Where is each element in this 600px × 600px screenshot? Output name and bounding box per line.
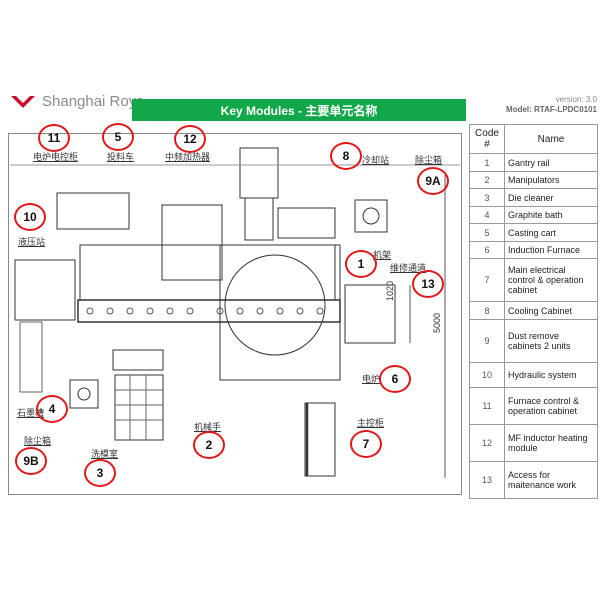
- company-name: Shanghai Roya: [42, 93, 145, 110]
- name-cell: Access for maitenance work: [504, 461, 598, 499]
- version-text: version: 3.0: [555, 95, 597, 104]
- callout-8: 8: [330, 142, 362, 170]
- name-cell: Casting cart: [504, 223, 598, 242]
- callout-12: 12: [174, 125, 206, 153]
- name-cell: Die cleaner: [504, 188, 598, 207]
- furnace-shape: [224, 254, 326, 356]
- model-text: Model: RTAF-LPDC0101: [506, 105, 597, 114]
- name-cell: Main electrical control & operation cabi…: [504, 258, 598, 302]
- code-cell: 6: [469, 241, 505, 259]
- name-cell: Hydraulic system: [504, 362, 598, 388]
- name-cell: Induction Furnace: [504, 241, 598, 259]
- name-cell: Dust remove cabinets 2 units: [504, 319, 598, 363]
- label-graphite: 石墨槽: [17, 408, 45, 418]
- code-cell: 3: [469, 188, 505, 207]
- callout-3: 3: [84, 459, 116, 487]
- callout-7: 7: [350, 430, 382, 458]
- page-title: Key Modules - 主要单元名称: [132, 99, 466, 121]
- label-manipulator: 机械手: [194, 422, 222, 432]
- name-cell: Cooling Cabinet: [504, 301, 598, 320]
- code-cell: 13: [469, 461, 505, 499]
- gantry-rail-shape: [77, 299, 341, 323]
- header-name: Name: [504, 124, 598, 154]
- name-cell: Graphite bath: [504, 206, 598, 224]
- callout-10: 10: [14, 203, 46, 231]
- name-cell: Furnace control & operation cabinet: [504, 387, 598, 425]
- dust-box-a-shape: [354, 199, 388, 233]
- code-cell: 5: [469, 223, 505, 242]
- code-cell: 8: [469, 301, 505, 320]
- name-cell: Gantry rail: [504, 153, 598, 172]
- code-cell: 7: [469, 258, 505, 302]
- header-code: Code #: [469, 124, 505, 154]
- label-dust-b: 除尘箱: [24, 436, 52, 446]
- code-cell: 1: [469, 153, 505, 172]
- callout-1: 1: [345, 250, 377, 278]
- callout-9b: 9B: [15, 447, 47, 475]
- label-die-cleaner: 洗模室: [91, 449, 119, 459]
- callout-4: 4: [36, 395, 68, 423]
- code-cell: 11: [469, 387, 505, 425]
- dimension-1020: 1020: [385, 280, 396, 302]
- label-furnace: 电炉: [362, 374, 381, 384]
- dimension-5000: 5000: [432, 312, 443, 334]
- callout-6: 6: [379, 365, 411, 393]
- main-cabinet-shape: [304, 402, 336, 477]
- callout-5: 5: [102, 123, 134, 151]
- layout-drawing-frame: [8, 133, 462, 495]
- code-cell: 9: [469, 319, 505, 363]
- name-cell: MF inductor heating module: [504, 424, 598, 462]
- dust-box-b-shape: [69, 379, 99, 409]
- callout-11: 11: [38, 124, 70, 152]
- code-cell: 4: [469, 206, 505, 224]
- label-frame: 机架: [373, 250, 392, 260]
- equipment-drawing: [10, 147, 460, 478]
- label-hydraulic: 液压站: [18, 237, 46, 247]
- label-cart: 投料车: [107, 152, 135, 162]
- callout-2: 2: [193, 431, 225, 459]
- label-cooling: 冷却站: [362, 155, 390, 165]
- label-dust-a: 除尘箱: [415, 155, 443, 165]
- code-cell: 10: [469, 362, 505, 388]
- version-info: version: 3.0 Model: RTAF-LPDC0101: [506, 95, 597, 115]
- company-logo: Shanghai Roya: [10, 93, 145, 110]
- logo-chevron-icon: [11, 95, 35, 108]
- furnace-cabinet-shape: [56, 192, 130, 230]
- label-access: 维修通道: [390, 263, 427, 273]
- table-header: Code # Name: [469, 124, 598, 154]
- callout-13: 13: [412, 270, 444, 298]
- code-cell: 2: [469, 171, 505, 189]
- label-main-cabinet: 主控柜: [357, 418, 385, 428]
- label-furnace-cabinet: 电炉电控柜: [33, 152, 79, 162]
- callout-9a: 9A: [417, 167, 449, 195]
- code-cell: 12: [469, 424, 505, 462]
- die-cleaner-shape: [114, 374, 164, 441]
- name-cell: Manipulators: [504, 171, 598, 189]
- label-heater: 中频加热器: [165, 152, 211, 162]
